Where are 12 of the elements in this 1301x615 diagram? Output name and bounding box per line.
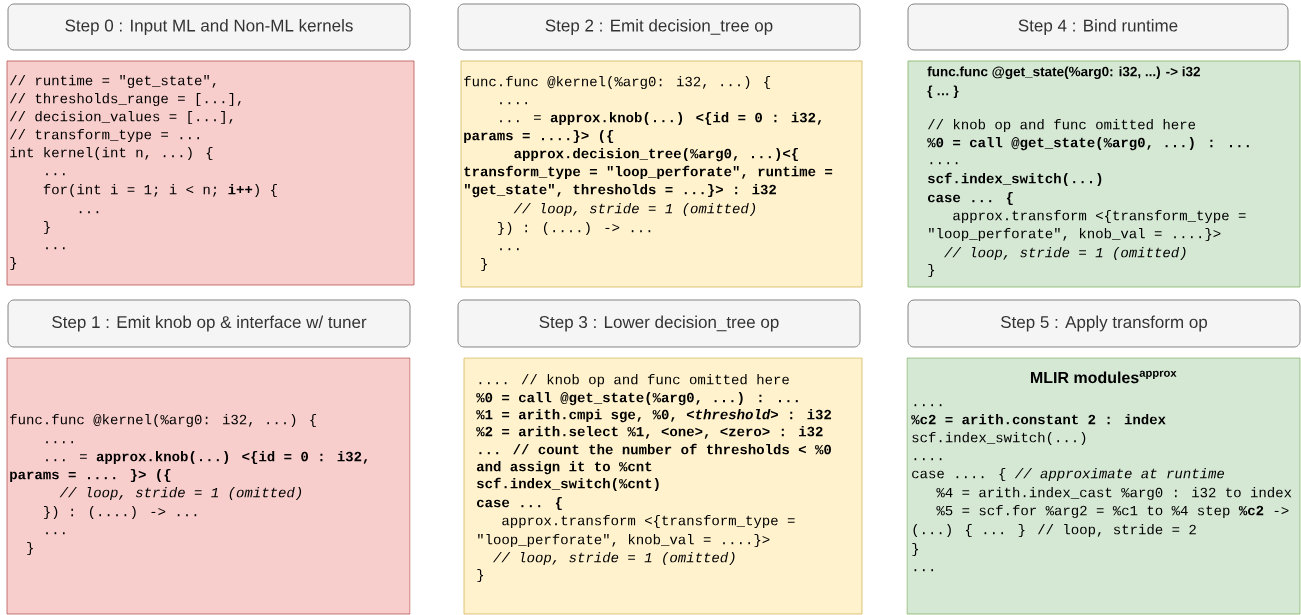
step-header: Step 5 : Apply transform op (907, 299, 1301, 348)
step-header: Step 4 : Bind runtime (907, 3, 1289, 51)
step-header: Step 1 : Emit knob op & interface w/ tuner (7, 299, 411, 348)
step-header: Step 3 : Lower decision_tree op (457, 299, 861, 348)
code-block: .... // knob op and func omitted here %0 = call @get_state(%arg0, ...) : ... %1 = arith.cmpi sge, %0, <threshold> : i32 %2 = arith.select %1, <one>, <zero> : i32 ... // count the number of thresholds < %0 and assign it to %cnt scf.index_switch(%cnt) case ... { approx.transform <{transform_type = "loop_perforate", knob_val = ....}> // loop, stride = 1 (omitted) } (463, 357, 863, 615)
code-block: // runtime = "get_state", // thresholds_range = [...], // decision_values = [...], // transform_type = ... int kernel(int n, ...) { ... for(int i = 1; i < n; i++) { ... } ... } (6, 60, 415, 286)
step-header: Step 0 : Input ML and Non-ML kernels (7, 3, 411, 51)
code-block: func.func @kernel(%arg0: i32, ...) { .... ... = approx.knob(...) <{id = 0 : i32, params = .... }> ({ // loop, stride = 1 (omitted) }) : (....) -> ... ... } (6, 357, 411, 615)
code-block: func.func @kernel(%arg0: i32, ...) { .... ... = approx.knob(...) <{id = 0 : i32, params = ....}> ({ approx.decision_tree(%arg0, ...)<{ transform_type = "loop_perforate", runtime = "get_state", thresholds = ...}> : i32 // loop, stride = 1 (omitted) }) : (....) -> ... ... } (460, 60, 863, 288)
code-block: MLIR modules$^{approx}$ .... %c2 = arith.constant 2 : index scf.index_switch(...) .... case .... { // approximate at runtime %4 = arith.index_cast %arg0 : i32 to index %5 = scf.for %arg2 = %c1 to %4 step %c2 -> (...) { ... } // loop, stride = 2 } ... (906, 357, 1301, 615)
step-header: Step 2 : Emit decision_tree op (457, 3, 861, 51)
code-block: func.func @get_state(%arg0: i32, ...) -> i32 { … } // knob op and func omitted here %0 = call @get_state(%arg0, ...) : ... .... scf.index_switch(...) case ... { approx.transform <{transform_type = "loop_perforate", knob_val = ....}> // loop, stride = 1 (omitted) } (907, 60, 1301, 288)
